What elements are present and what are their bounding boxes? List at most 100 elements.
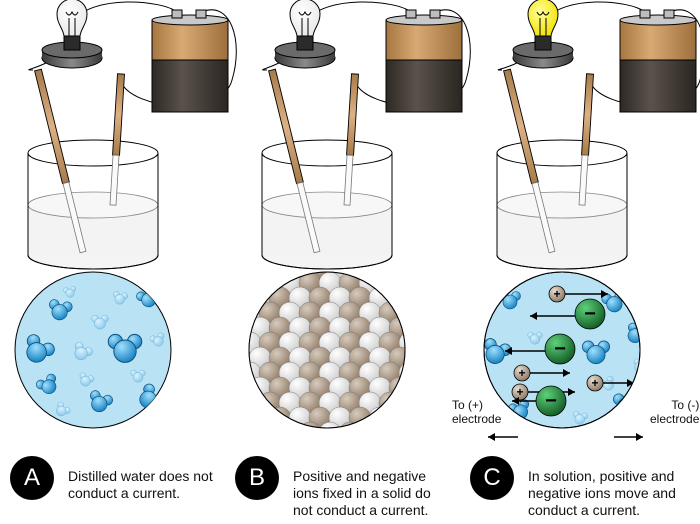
negative-ion-sphere: [249, 421, 262, 428]
water-molecule: [613, 393, 639, 416]
oxygen-atom: [606, 296, 623, 313]
zoom-circle-c-edge: [483, 271, 641, 429]
water-molecule: [581, 340, 611, 365]
zoom-circle-crystal: [248, 271, 431, 429]
minus-sign: −: [545, 390, 557, 412]
oxygen-atom: [74, 346, 88, 361]
electrode-right-glass: [109, 154, 120, 206]
bulb-filament: [536, 10, 550, 36]
positive-ion-sphere: [249, 346, 252, 370]
water-molecule: [74, 341, 93, 361]
positive-ion-sphere: [388, 286, 405, 310]
water-molecule: [90, 390, 113, 413]
beaker-bottom-edge: [496, 254, 628, 270]
beaker-bottom-edge: [261, 254, 393, 270]
negative-ion-sphere: [409, 287, 431, 309]
oxygen-atom: [132, 372, 144, 383]
positive-ion-sphere: [388, 272, 405, 280]
hydrogen-atom: [641, 361, 649, 369]
negative-ion-sphere: [249, 272, 262, 295]
beaker-bottom-edge: [27, 254, 159, 270]
negative-ion-sphere: [398, 421, 405, 428]
positive-ion-sphere: [258, 421, 282, 428]
positive-ion: +: [511, 383, 529, 401]
zoom-circle-solution: +−−+++−: [483, 271, 649, 429]
ion-lattice: [249, 272, 431, 428]
panel-letter-c: C: [470, 456, 514, 500]
electrode-right: [343, 73, 359, 206]
electrode-arrow-right-head: [636, 433, 643, 441]
positive-ion-sphere: [388, 376, 405, 400]
minus-sign: −: [584, 303, 596, 325]
wire-left: [262, 61, 282, 71]
panel-c: [496, 0, 700, 270]
battery-terminal-right: [663, 9, 675, 19]
negative-ion-sphere: [398, 272, 405, 295]
plus-sign: +: [591, 376, 598, 390]
oxygen-atom: [586, 345, 606, 365]
oxygen-atom: [114, 294, 125, 305]
electrode-left-glass: [62, 181, 87, 254]
water-molecule: [91, 314, 109, 330]
negative-ion: −: [574, 298, 606, 330]
oxygen-atom: [65, 288, 75, 298]
battery-cap: [151, 14, 229, 26]
electrode-right-glass: [343, 154, 354, 206]
water-molecule: [79, 372, 95, 387]
positive-ion-sphere: [249, 272, 252, 280]
bulb-socket: [534, 35, 552, 51]
electrode-right-glass: [578, 154, 589, 206]
oxygen-atom: [617, 397, 635, 416]
wire-right: [120, 9, 237, 107]
positive-ion-sphere: [249, 316, 252, 340]
arrow-right-head: [563, 369, 570, 377]
beaker-rim: [496, 139, 628, 167]
hydrogen-atom: [627, 393, 639, 405]
positive-ion: +: [513, 364, 531, 382]
positive-ion-sphere: [378, 421, 402, 428]
battery-terminal-right: [429, 9, 441, 19]
light-bulb-icon: [289, 0, 321, 37]
caption-c: C In solution, positive and negative ion…: [470, 456, 676, 519]
bulb-filament: [298, 10, 312, 36]
zoom-circle-b-edge: [248, 271, 406, 429]
battery-terminal-left: [639, 9, 651, 19]
bulb-filament: [65, 10, 79, 36]
electrode-right: [109, 73, 125, 206]
electrode-arrow-left-head: [488, 433, 495, 441]
battery-terminal-right: [195, 9, 207, 19]
electrode-right: [578, 73, 594, 206]
positive-ion-sphere: [268, 406, 292, 428]
oxygen-atom: [26, 342, 47, 363]
negative-ion-sphere: [398, 391, 405, 415]
negative-ion-sphere: [398, 361, 405, 385]
battery-bottom: [385, 57, 463, 113]
negative-ion: −: [544, 333, 576, 365]
battery-terminal-left: [171, 9, 183, 19]
panel-b: [261, 0, 471, 270]
negative-ion-sphere: [398, 301, 405, 325]
panel-letter-b: B: [235, 456, 279, 500]
water-molecule: [527, 331, 543, 345]
positive-ion: +: [548, 285, 566, 303]
positive-ion-sphere: [388, 406, 405, 428]
oxygen-atom: [113, 339, 137, 363]
water-molecule: [107, 333, 143, 363]
caption-text-a: Distilled water does not conduct a curre…: [68, 468, 213, 501]
light-bulb-icon: [527, 0, 559, 37]
liquid-surface: [496, 191, 628, 219]
panel-a: [27, 0, 237, 270]
oxygen-atom: [485, 344, 505, 364]
electrode-left-glass: [531, 181, 556, 254]
oxygen-atom: [80, 376, 91, 387]
water-molecule: [55, 401, 71, 417]
water-molecule: [112, 291, 128, 305]
water-molecule: [572, 411, 588, 425]
arrow-left-head: [512, 397, 519, 405]
solution-contents: +−−+++−: [484, 285, 649, 425]
oxygen-atom: [55, 405, 67, 417]
wire-left: [497, 61, 520, 71]
plus-sign: +: [516, 385, 523, 399]
water-molecule: [48, 299, 73, 321]
liquid-surface: [261, 191, 393, 219]
